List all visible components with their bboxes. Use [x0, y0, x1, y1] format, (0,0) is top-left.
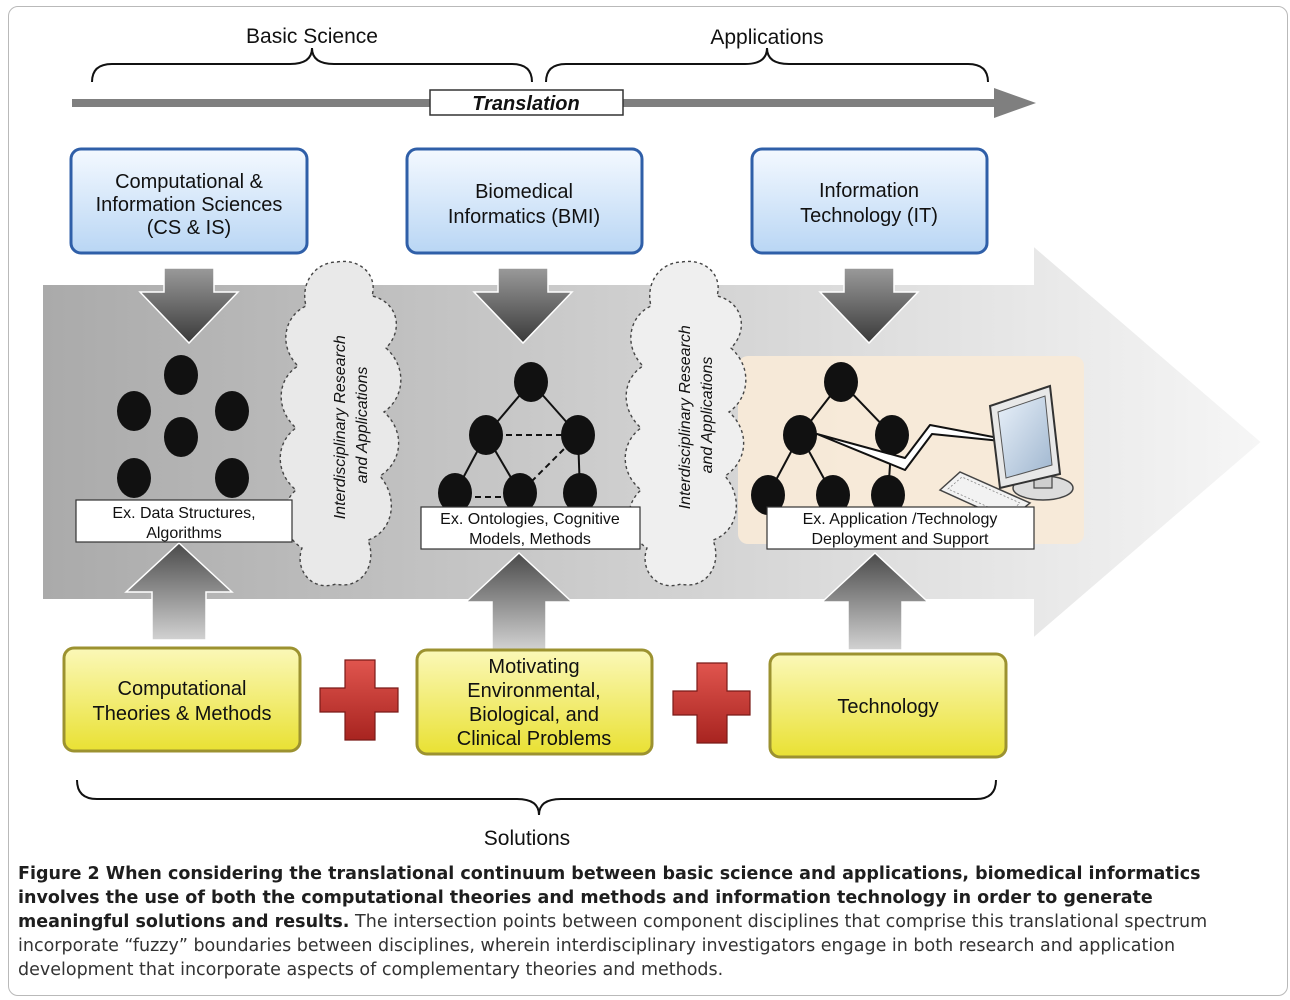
applications-brace — [545, 47, 989, 83]
translation-arrow: Translation — [72, 88, 1036, 118]
computer-monitor-icon — [988, 384, 1074, 501]
comp-theories-line2: Theories & Methods — [93, 703, 272, 725]
interdisciplinary-1-line2: and Applications — [354, 367, 371, 484]
interdisciplinary-cloud-2: Interdisciplinary Research and Applicati… — [624, 260, 747, 587]
figure-frame — [8, 6, 1288, 996]
motivating-line3: Biological, and — [469, 704, 599, 726]
example-it-line1: Ex. Application /Technology — [803, 511, 998, 528]
bmi-line2: Informatics (BMI) — [448, 206, 600, 228]
translation-label: Translation — [472, 93, 579, 115]
example-cs-line2: Algorithms — [146, 525, 222, 542]
interdisciplinary-1-line1: Interdisciplinary Research — [332, 335, 349, 519]
down-arrow-cs — [138, 267, 240, 345]
example-label-it: Ex. Application /Technology Deployment a… — [766, 506, 1035, 550]
comp-theories-line1: Computational — [118, 678, 247, 700]
example-bmi-line1: Ex. Ontologies, Cognitive — [440, 511, 620, 528]
technology-line1: Technology — [837, 696, 938, 718]
example-bmi-line2: Models, Methods — [469, 531, 591, 548]
interdisciplinary-2-line2: and Applications — [699, 357, 716, 474]
bmi-box: Biomedical Informatics (BMI) — [405, 147, 644, 255]
network-graph-icon — [438, 362, 597, 513]
motivating-line1: Motivating — [488, 656, 579, 678]
example-label-bmi: Ex. Ontologies, Cognitive Models, Method… — [420, 506, 641, 550]
motivating-line2: Environmental, — [467, 680, 600, 702]
up-arrow-cs — [124, 541, 234, 641]
basic-science-label: Basic Science — [246, 25, 378, 48]
interdisciplinary-cloud-1: Interdisciplinary Research and Applicati… — [279, 260, 402, 587]
up-arrow-it — [820, 551, 930, 651]
example-label-cs: Ex. Data Structures, Algorithms — [75, 499, 293, 543]
data-nodes-icon — [117, 355, 249, 498]
bmi-line1: Biomedical — [475, 181, 573, 203]
interdisciplinary-2-line1: Interdisciplinary Research — [677, 325, 694, 509]
motivating-line4: Clinical Problems — [457, 728, 612, 750]
translation-diagram: Basic Science Applications Translation C… — [41, 25, 1264, 850]
up-arrow-bmi — [464, 551, 574, 651]
solutions-label: Solutions — [484, 827, 570, 850]
cs-is-line3: (CS & IS) — [147, 217, 231, 239]
plus-icon-2 — [672, 662, 751, 744]
cs-is-box: Computational & Information Sciences (CS… — [69, 147, 309, 255]
it-line2: Technology (IT) — [800, 205, 938, 227]
basic-science-brace — [91, 47, 533, 83]
example-cs-line1: Ex. Data Structures, — [112, 505, 255, 522]
down-arrow-bmi — [472, 267, 574, 345]
it-line1: Information — [819, 180, 919, 202]
cs-is-line2: Information Sciences — [96, 194, 283, 216]
caption-body: The intersection points between componen… — [18, 912, 1208, 980]
motivating-problems-box: Motivating Environmental, Biological, an… — [415, 648, 654, 756]
computational-theories-box: Computational Theories & Methods — [62, 646, 302, 753]
figure-caption: Figure 2 When considering the translatio… — [18, 862, 1270, 982]
svg-text:Interdisciplinary Research: Interdisciplinary Research and Applicati… — [677, 321, 716, 510]
example-it-line2: Deployment and Support — [812, 531, 990, 548]
it-box: Information Technology (IT) — [750, 147, 989, 255]
caption-bold: Figure 2 When considering the translatio… — [18, 864, 1201, 932]
down-arrow-it — [818, 267, 920, 345]
plus-icon-1 — [319, 659, 399, 741]
technology-box: Technology — [768, 652, 1008, 759]
applications-label: Applications — [710, 26, 823, 49]
cs-is-line1: Computational & — [115, 171, 264, 193]
svg-text:Interdisciplinary Research: Interdisciplinary Research and Applicati… — [332, 331, 371, 520]
solutions-brace — [76, 779, 997, 816]
it-network-icon — [751, 362, 909, 515]
